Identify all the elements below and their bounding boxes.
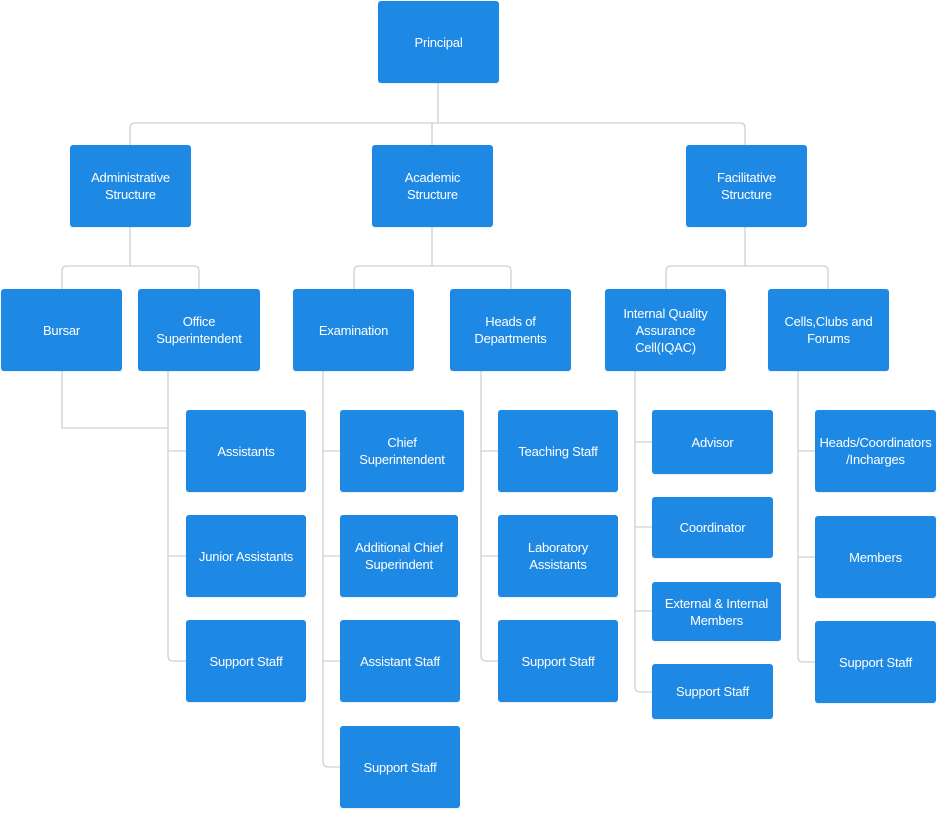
connector-hod-last	[480, 655, 498, 662]
node-office-superintendent: Office Superintendent	[138, 289, 260, 371]
node-members: Members	[815, 516, 936, 598]
node-advisor: Advisor	[652, 410, 773, 474]
connector-academic-bar	[353, 265, 512, 289]
node-heads-coordinators-incharges: Heads/Coordinators /Incharges	[815, 410, 936, 492]
connector-level1-bar	[129, 122, 746, 145]
node-junior-assistants: Junior Assistants	[186, 515, 306, 597]
node-examination: Examination	[293, 289, 414, 371]
node-assistants: Assistants	[186, 410, 306, 492]
node-additional-chief-superindent: Additional Chief Superindent	[340, 515, 458, 597]
node-cells-support-staff: Support Staff	[815, 621, 936, 703]
node-principal: Principal	[378, 1, 499, 83]
node-assistant-staff: Assistant Staff	[340, 620, 460, 702]
node-facilitative-structure: Facilitative Structure	[686, 145, 807, 227]
connector-cells-last	[797, 656, 815, 663]
node-chief-superintendent: Chief Superintendent	[340, 410, 464, 492]
connector-admin-bar	[61, 265, 200, 289]
node-examination-support-staff: Support Staff	[340, 726, 460, 808]
node-iqac-support-staff: Support Staff	[652, 664, 773, 719]
connector-exam-last	[322, 761, 340, 768]
connector-iqac-last	[634, 686, 652, 693]
node-laboratory-assistants: Laboratory Assistants	[498, 515, 618, 597]
connector-office-last	[167, 655, 186, 662]
node-external-internal-members: External & Internal Members	[652, 582, 781, 641]
node-teaching-staff: Teaching Staff	[498, 410, 618, 492]
connector-bursar-down	[61, 371, 168, 429]
connector-facilitative-bar	[665, 265, 829, 289]
node-iqac: Internal Quality Assurance Cell(IQAC)	[605, 289, 726, 371]
node-coordinator: Coordinator	[652, 497, 773, 558]
node-office-support-staff: Support Staff	[186, 620, 306, 702]
node-heads-of-departments: Heads of Departments	[450, 289, 571, 371]
node-bursar: Bursar	[1, 289, 122, 371]
node-hod-support-staff: Support Staff	[498, 620, 618, 702]
node-cells-clubs-forums: Cells,Clubs and Forums	[768, 289, 889, 371]
node-administrative-structure: Administrative Structure	[70, 145, 191, 227]
node-academic-structure: Academic Structure	[372, 145, 493, 227]
